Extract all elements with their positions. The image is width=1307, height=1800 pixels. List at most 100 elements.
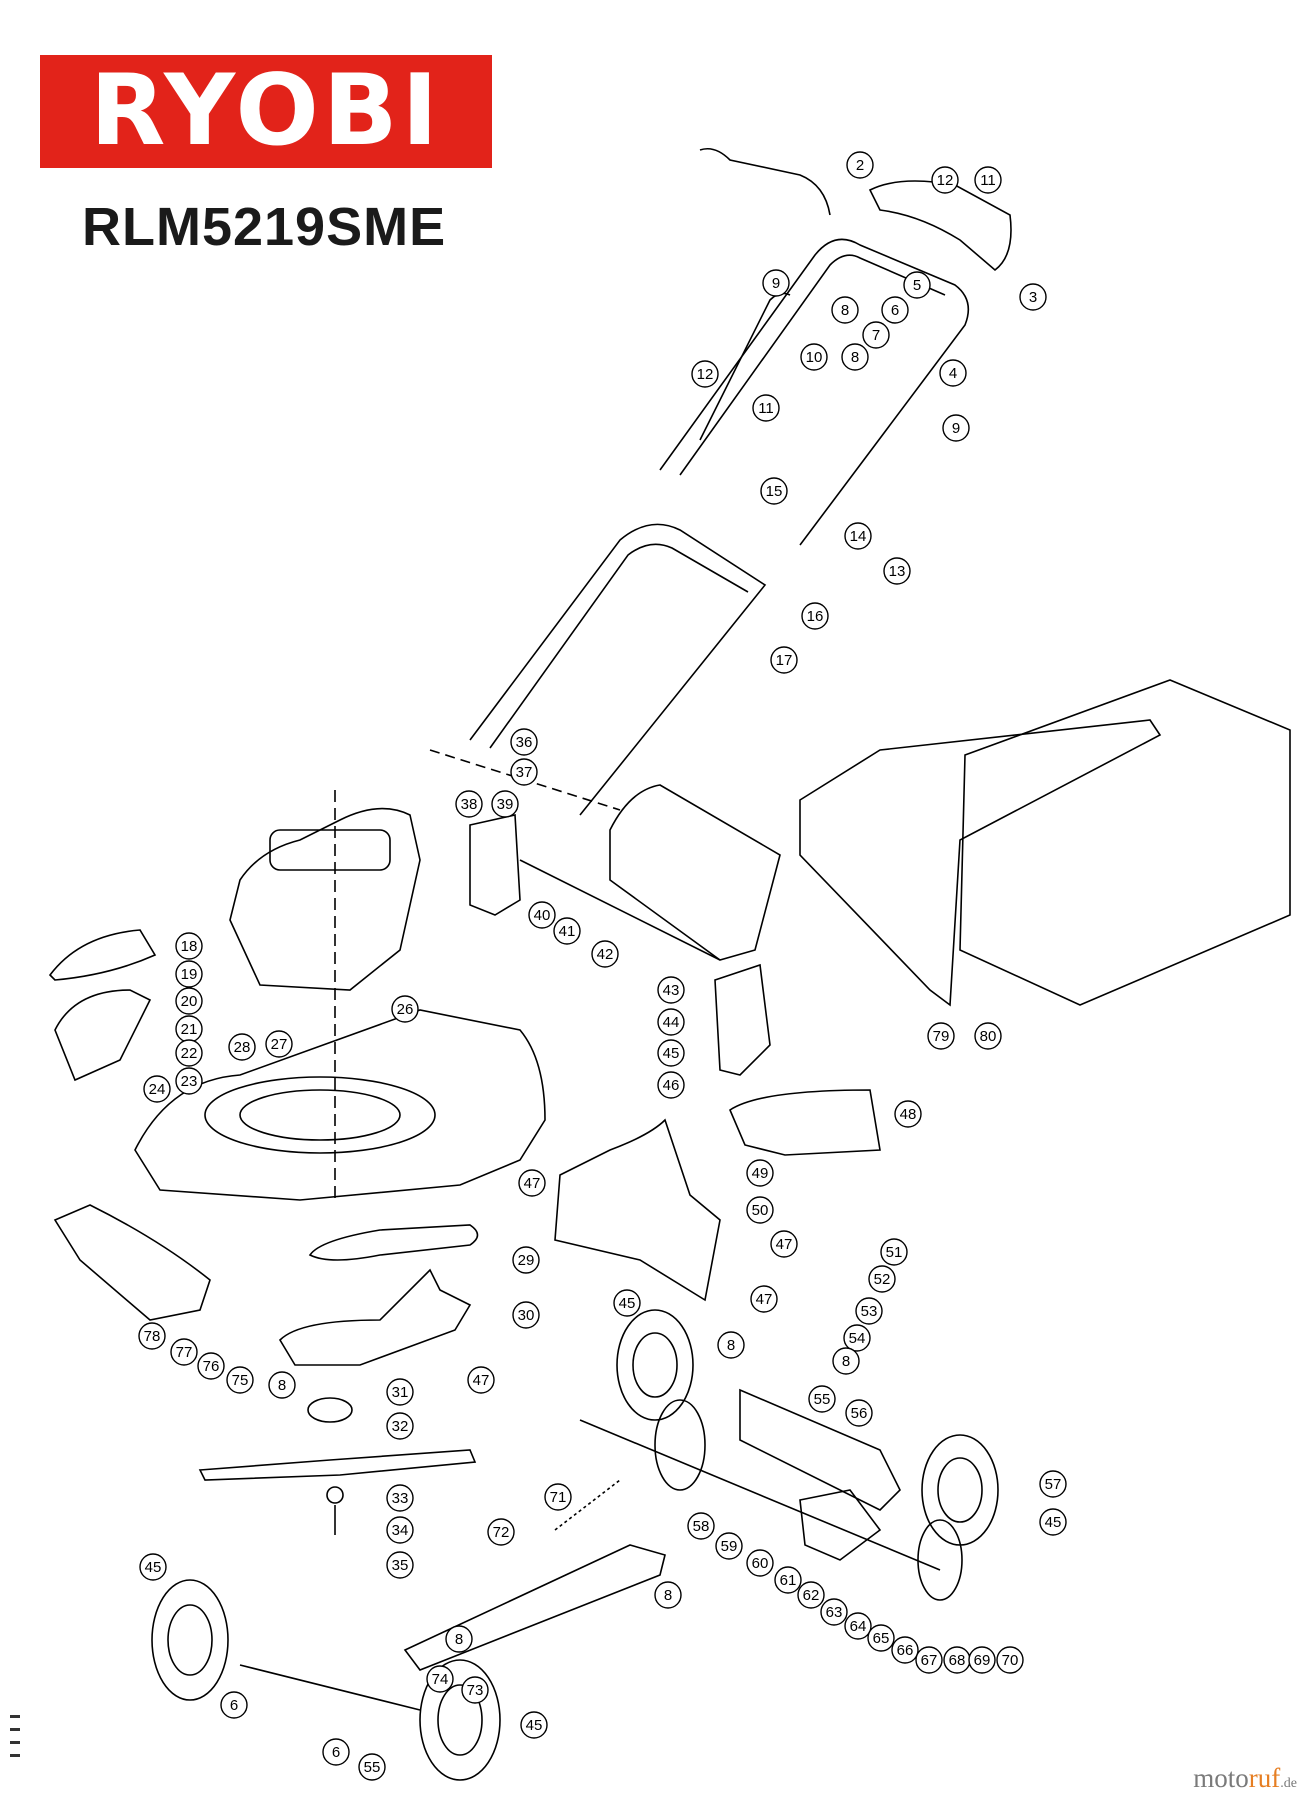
callout-number: 49 bbox=[752, 1165, 769, 1182]
rear-cover-18 bbox=[48, 929, 157, 981]
callout-circle bbox=[265, 1030, 293, 1058]
callout-number: 32 bbox=[392, 1418, 409, 1435]
callout-number: 20 bbox=[181, 993, 198, 1010]
callout-circle bbox=[797, 1581, 825, 1609]
callout-63: 63 bbox=[820, 1598, 848, 1626]
callout-number: 14 bbox=[850, 528, 867, 545]
callout-circle bbox=[386, 1551, 414, 1579]
callout-number: 74 bbox=[432, 1671, 449, 1688]
callout-29: 29 bbox=[512, 1246, 540, 1274]
callout-number: 28 bbox=[234, 1039, 251, 1056]
callout-number: 45 bbox=[619, 1295, 636, 1312]
callout-number: 66 bbox=[897, 1642, 914, 1659]
callout-number: 46 bbox=[663, 1077, 680, 1094]
callout-circle bbox=[746, 1196, 774, 1224]
callout-circle bbox=[528, 901, 556, 929]
wheel-45 bbox=[616, 1309, 694, 1421]
callout-circle bbox=[654, 1581, 682, 1609]
callout-11: 11 bbox=[752, 394, 780, 422]
callout-31: 31 bbox=[386, 1378, 414, 1406]
callout-number: 47 bbox=[524, 1175, 541, 1192]
upper-handle-inner bbox=[679, 254, 946, 476]
callout-45: 45 bbox=[1039, 1508, 1067, 1536]
callout-circle bbox=[455, 790, 483, 818]
callout-circle bbox=[845, 1399, 873, 1427]
callout-74: 74 bbox=[426, 1665, 454, 1693]
callout-8: 8 bbox=[654, 1581, 682, 1609]
callout-circle bbox=[770, 646, 798, 674]
spring-71 bbox=[554, 1479, 621, 1531]
bag-frame bbox=[799, 719, 1162, 1007]
callout-7: 7 bbox=[862, 321, 890, 349]
callout-44: 44 bbox=[657, 1008, 685, 1036]
callout-24: 24 bbox=[143, 1075, 171, 1103]
callout-47: 47 bbox=[518, 1169, 546, 1197]
callout-number: 8 bbox=[278, 1377, 286, 1394]
engine bbox=[229, 807, 421, 991]
callout-40: 40 bbox=[528, 901, 556, 929]
callout-47: 47 bbox=[750, 1285, 778, 1313]
callout-number: 70 bbox=[1002, 1652, 1019, 1669]
callout-number: 10 bbox=[806, 349, 823, 366]
callout-circle bbox=[386, 1378, 414, 1406]
callout-55: 55 bbox=[808, 1385, 836, 1413]
callout-47: 47 bbox=[467, 1366, 495, 1394]
callout-circle bbox=[774, 1566, 802, 1594]
height-bracket-39 bbox=[469, 814, 521, 916]
axle-bracket-56 bbox=[739, 1388, 901, 1511]
callout-58: 58 bbox=[687, 1512, 715, 1540]
callout-circle bbox=[386, 1484, 414, 1512]
callout-number: 8 bbox=[664, 1587, 672, 1604]
callout-11: 11 bbox=[974, 166, 1002, 194]
wheel-73 bbox=[419, 1659, 501, 1781]
side-discharge-50 bbox=[554, 1118, 721, 1302]
callout-33: 33 bbox=[386, 1484, 414, 1512]
callout-number: 52 bbox=[874, 1271, 891, 1288]
callout-number: 21 bbox=[181, 1021, 198, 1038]
callout-circle bbox=[883, 557, 911, 585]
callout-57: 57 bbox=[1039, 1470, 1067, 1498]
callout-71: 71 bbox=[544, 1483, 572, 1511]
callout-14: 14 bbox=[844, 522, 872, 550]
callout-circle bbox=[487, 1518, 515, 1546]
callout-number: 34 bbox=[392, 1522, 409, 1539]
callout-number: 19 bbox=[181, 966, 198, 983]
callout-circle bbox=[996, 1646, 1024, 1674]
callout-number: 75 bbox=[232, 1372, 249, 1389]
callout-5: 5 bbox=[903, 271, 931, 299]
callout-number: 36 bbox=[516, 734, 533, 751]
callout-circle bbox=[386, 1516, 414, 1544]
callout-49: 49 bbox=[746, 1159, 774, 1187]
callout-39: 39 bbox=[491, 790, 519, 818]
callout-8: 8 bbox=[445, 1625, 473, 1653]
mulch-plug-48 bbox=[729, 1089, 881, 1156]
callout-number: 3 bbox=[1029, 289, 1037, 306]
callout-number: 37 bbox=[516, 764, 533, 781]
callout-number: 7 bbox=[872, 327, 880, 344]
callout-42: 42 bbox=[591, 940, 619, 968]
callout-number: 8 bbox=[841, 302, 849, 319]
callout-circle bbox=[386, 1412, 414, 1440]
callout-circle bbox=[445, 1625, 473, 1653]
front-axle bbox=[239, 1664, 421, 1711]
callout-number: 43 bbox=[663, 982, 680, 999]
callout-6: 6 bbox=[220, 1691, 248, 1719]
grass-bag bbox=[959, 679, 1291, 1006]
callout-circle bbox=[226, 1366, 254, 1394]
callout-number: 80 bbox=[980, 1028, 997, 1045]
callout-number: 22 bbox=[181, 1045, 198, 1062]
callout-70: 70 bbox=[996, 1646, 1024, 1674]
callout-56: 56 bbox=[845, 1399, 873, 1427]
callout-47: 47 bbox=[770, 1230, 798, 1258]
callout-circle bbox=[968, 1646, 996, 1674]
callout-9: 9 bbox=[942, 414, 970, 442]
callout-number: 60 bbox=[752, 1555, 769, 1572]
callout-13: 13 bbox=[883, 557, 911, 585]
mower-deck bbox=[134, 1009, 546, 1201]
callout-circle bbox=[750, 1285, 778, 1313]
callout-number: 2 bbox=[856, 157, 864, 174]
callout-number: 13 bbox=[889, 563, 906, 580]
callout-55: 55 bbox=[358, 1753, 386, 1781]
callout-number: 47 bbox=[776, 1236, 793, 1253]
callout-circle bbox=[613, 1289, 641, 1317]
